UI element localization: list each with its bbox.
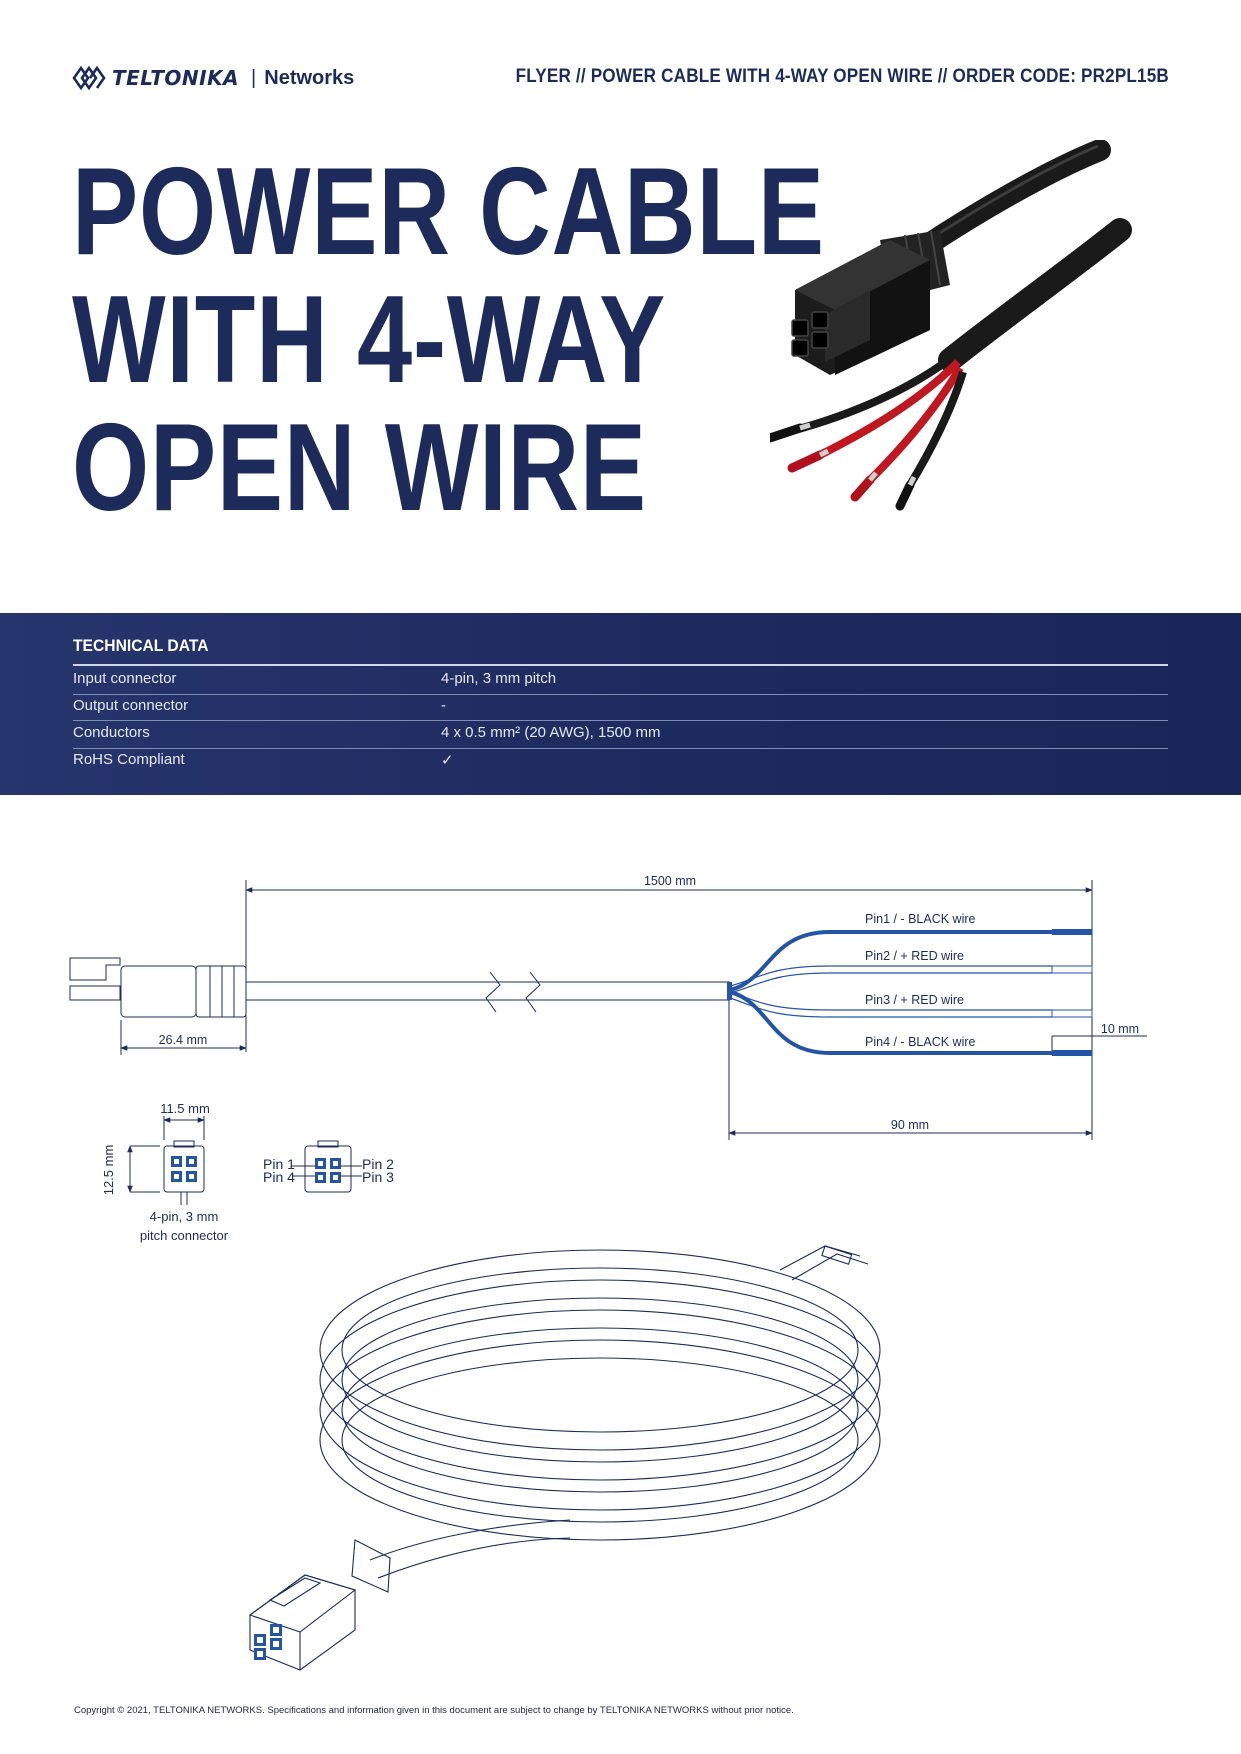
drawing-wire-pin1 xyxy=(729,930,1052,992)
split-length-label: 90 mm xyxy=(891,1118,929,1132)
connector-caption-line1: 4-pin, 3 mm xyxy=(150,1209,219,1224)
title-line-3: OPEN WIRE xyxy=(72,399,647,537)
pin1-label: Pin 1 xyxy=(263,1156,295,1172)
wire-red-1 xyxy=(818,359,961,459)
wire-label-pin4: Pin4 / - BLACK wire xyxy=(865,1035,976,1049)
stripped-length-label: 10 mm xyxy=(1101,1022,1139,1036)
brand-name: TELTONIKA xyxy=(112,66,240,90)
footer-copyright: Copyright © 2021, TELTONIKA NETWORKS. Sp… xyxy=(74,1705,794,1716)
total-length-label: 1500 mm xyxy=(644,874,696,888)
spec-label: Output connector xyxy=(73,697,189,714)
drawing-wire-pin3 xyxy=(729,991,1052,1011)
page-title: POWER CABLE WITH 4-WAY OPEN WIRE xyxy=(72,143,825,537)
connector-height-label: 12.5 mm xyxy=(101,1145,116,1196)
spec-value: 4 x 0.5 mm² (20 AWG), 1500 mm xyxy=(441,724,661,741)
drawing-wire-pin4 xyxy=(729,990,1052,1055)
divider xyxy=(73,664,1168,666)
title-line-2: WITH 4-WAY xyxy=(72,271,667,409)
pin3-label: Pin 3 xyxy=(362,1169,394,1185)
connector-caption-line2: pitch connector xyxy=(140,1228,229,1243)
title-line-1: POWER CABLE xyxy=(72,143,825,281)
spec-label: RoHS Compliant xyxy=(73,751,185,768)
connector-width-label: 11.5 mm xyxy=(160,1101,210,1116)
technical-data-heading: TECHNICAL DATA xyxy=(73,636,209,655)
technical-drawing: 1500 mm 26.4 mm 10 mm 90 mm Pin1 / - BLA… xyxy=(69,874,1147,1243)
brand-separator: | xyxy=(251,66,257,89)
spec-label: Conductors xyxy=(73,724,150,741)
divider xyxy=(73,748,1168,749)
divider xyxy=(73,694,1168,695)
technical-data-section xyxy=(0,613,1241,795)
coiled-cable-illustration xyxy=(248,1245,881,1671)
wire-label-pin2: Pin2 / + RED wire xyxy=(865,949,964,963)
teltonika-logo-icon xyxy=(72,65,106,91)
brand-logo: TELTONIKA | Networks xyxy=(72,62,354,94)
spec-value: ✓ xyxy=(441,752,454,769)
connector-length-label: 26.4 mm xyxy=(159,1033,208,1047)
spec-label: Input connector xyxy=(73,670,177,687)
spec-value: - xyxy=(441,697,446,714)
wire-black-2 xyxy=(906,370,967,488)
cable-upper xyxy=(909,140,1111,261)
wire-black-1 xyxy=(793,351,958,434)
wire-label-pin1: Pin1 / - BLACK wire xyxy=(865,912,976,926)
spec-value: 4-pin, 3 mm pitch xyxy=(441,670,557,687)
product-photo xyxy=(770,140,1132,511)
cable-lower xyxy=(938,218,1132,372)
wire-red-2 xyxy=(867,365,964,483)
pin4-label: Pin 4 xyxy=(263,1169,295,1185)
wire-label-pin3: Pin3 / + RED wire xyxy=(865,993,964,1007)
brand-division: Networks xyxy=(264,66,355,89)
document-info: FLYER // POWER CABLE WITH 4-WAY OPEN WIR… xyxy=(515,66,1169,87)
drawing-wire-pin2 xyxy=(729,965,1052,987)
divider xyxy=(73,720,1168,721)
pin2-label: Pin 2 xyxy=(362,1156,394,1172)
